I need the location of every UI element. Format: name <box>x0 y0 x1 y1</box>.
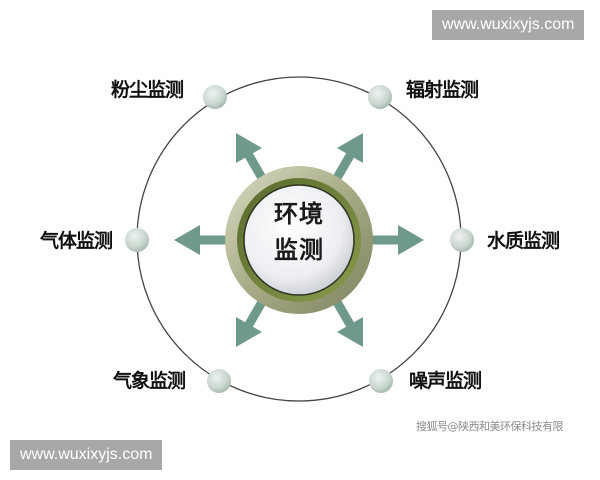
node-water <box>450 228 474 252</box>
center-title: 环境 监测 <box>249 196 349 268</box>
arrow-to-right <box>372 225 424 255</box>
node-dust <box>203 85 227 109</box>
label-gas: 气体监测 <box>40 230 113 252</box>
node-weather <box>207 369 231 393</box>
arrow-to-left <box>174 225 226 255</box>
center-title-line2: 监测 <box>274 236 324 264</box>
label-noise: 噪声监测 <box>409 370 482 392</box>
watermark-bottom-left: www.wuxixyjs.com <box>10 440 163 470</box>
node-gas <box>125 228 149 252</box>
label-weather: 气象监测 <box>113 370 186 392</box>
label-dust: 粉尘监测 <box>111 79 184 101</box>
watermark-top-right: www.wuxixyjs.com <box>432 10 585 40</box>
label-radiation: 辐射监测 <box>406 79 479 101</box>
label-water: 水质监测 <box>487 230 560 252</box>
node-noise <box>369 369 393 393</box>
source-credit: 搜狐号@陕西和美环保科技有限 <box>416 420 564 433</box>
node-radiation <box>368 85 392 109</box>
center-title-line1: 环境 <box>274 200 324 228</box>
center-hub <box>225 166 373 314</box>
